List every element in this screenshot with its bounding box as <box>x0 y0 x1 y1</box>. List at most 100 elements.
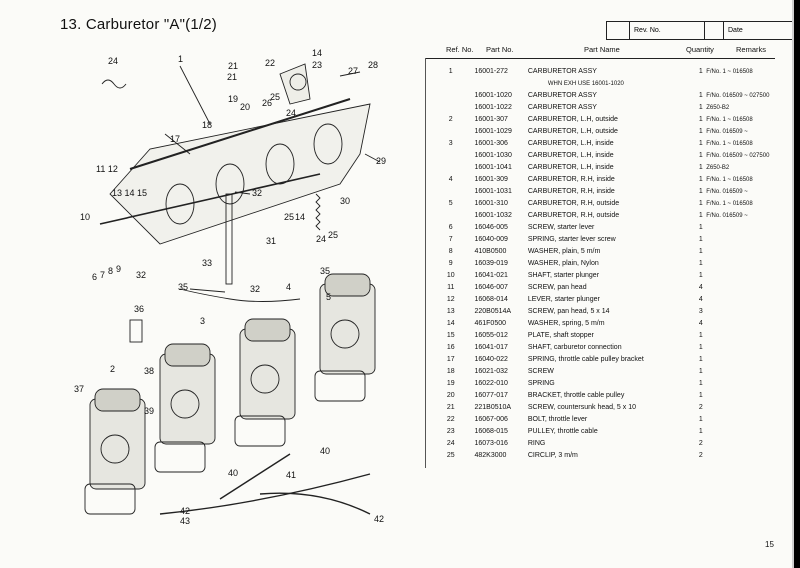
callout-35-right: 35 <box>320 266 330 276</box>
remarks-cell <box>706 342 777 354</box>
ref-cell: 7 <box>448 236 453 243</box>
ref-cell: 22 <box>446 416 455 423</box>
ref-cell <box>427 78 474 90</box>
part-name-cell: CARBURETOR, L.H, inside <box>527 164 614 171</box>
ref-cell: 4 <box>448 176 453 183</box>
part-name-cell: CARBURETOR, R.H, inside <box>527 176 615 183</box>
quantity-cell: 1 <box>698 152 703 159</box>
callout-40a: 40 <box>320 446 330 456</box>
callout-11-12: 11 12 <box>96 164 118 174</box>
callout-19: 20 <box>240 102 250 112</box>
part-no-cell: 16055-012 <box>474 332 508 339</box>
col-ref-no: Ref. No. <box>446 45 474 54</box>
quantity-cell: 1 <box>698 92 703 99</box>
remarks-cell <box>706 282 777 294</box>
part-no-cell: 16001-1029 <box>474 128 512 135</box>
ref-cell <box>427 186 474 198</box>
part-no-cell: 16001-1041 <box>474 164 512 171</box>
part-no-cell: 16073-016 <box>474 440 508 447</box>
remarks-cell <box>706 294 777 306</box>
part-name-cell: CARBURETOR, R.H, inside <box>527 188 615 195</box>
callout-31: 32 <box>136 270 146 280</box>
part-no-cell: 220B0514A <box>474 308 512 315</box>
part-name-cell: CARBURETOR, L.H, inside <box>527 152 614 159</box>
callout-3: 3 <box>200 316 205 326</box>
part-no-cell: 16001-1031 <box>474 188 512 195</box>
ref-cell <box>427 90 474 102</box>
ref-cell <box>427 210 474 222</box>
part-no-cell: 461F0500 <box>474 320 506 327</box>
remarks-cell: F/No. 016509 ~ <box>706 213 748 219</box>
part-name-cell: CARBURETOR ASSY <box>527 104 597 111</box>
page-number: 15 <box>765 540 774 549</box>
part-no-cell: 16001-1020 <box>474 92 512 99</box>
part-no-cell: 410B0500 <box>474 248 507 255</box>
callout-41: 41 <box>286 470 296 480</box>
part-name-cell: CIRCLIP, 3 m/m <box>527 452 578 459</box>
remarks-cell: F/No. 1 ~ 016508 <box>706 201 753 207</box>
part-name-cell: PULLEY, throttle cable <box>527 428 598 435</box>
ref-cell: 20 <box>446 392 455 399</box>
part-name-cell: SPRING, throttle cable pulley bracket <box>527 356 644 363</box>
col-part-no: Part No. <box>486 45 514 54</box>
quantity-cell: 1 <box>698 344 703 351</box>
revision-box: Rev. No. Date <box>606 21 792 40</box>
part-no-cell: 16021-032 <box>474 368 508 375</box>
quantity-cell: 1 <box>698 164 703 171</box>
part-name-cell: CARBURETOR ASSY <box>527 92 597 99</box>
part-name-cell: CARBURETOR, L.H, outside <box>527 128 618 135</box>
remarks-cell <box>706 222 777 234</box>
quantity-cell: 1 <box>698 332 703 339</box>
ref-cell <box>427 150 474 162</box>
ref-cell: 21 <box>446 404 455 411</box>
ref-cell: 12 <box>446 296 455 303</box>
quantity-cell: 1 <box>698 272 703 279</box>
ref-cell <box>427 102 474 114</box>
callout-43: 43 <box>180 516 190 526</box>
callout-18: 19 <box>228 94 238 104</box>
callout-25-lower: 25 <box>328 230 338 240</box>
header-rule <box>425 58 775 59</box>
part-name-cell: SHAFT, carburetor connection <box>527 344 622 351</box>
quantity-cell: 3 <box>698 308 703 315</box>
callout-42a: 42 <box>180 506 190 516</box>
quantity-cell: 1 <box>698 224 703 231</box>
quantity-cell: 1 <box>698 128 703 135</box>
callout-39: 39 <box>144 406 154 416</box>
callout-32a: 32 <box>252 188 262 198</box>
carburetor-exploded-diagram: 24 1 21 22 14 23 21 27 28 19 20 26 25 24… <box>74 48 386 526</box>
callout-40b: 40 <box>228 468 238 478</box>
callout-38: 38 <box>144 366 154 376</box>
part-name-cell: BRACKET, throttle cable pulley <box>527 392 625 399</box>
callout-22: 14 <box>312 48 322 58</box>
part-no-cell: 16041-017 <box>474 344 508 351</box>
ref-cell: 2 <box>448 116 453 123</box>
remarks-cell <box>706 78 777 90</box>
part-name-cell: RING <box>527 440 546 447</box>
ref-cell: 6 <box>448 224 453 231</box>
remarks-cell <box>706 390 777 402</box>
callout-9: 9 <box>116 264 121 274</box>
ref-cell: 5 <box>448 200 453 207</box>
ref-cell: 9 <box>448 260 453 267</box>
callout-14-lower: 14 <box>295 212 305 222</box>
part-name-cell: CARBURETOR, L.H, inside <box>527 140 614 147</box>
quantity-cell: 1 <box>698 416 703 423</box>
ref-cell: 15 <box>446 332 455 339</box>
callout-37: 37 <box>74 384 84 394</box>
quantity-cell <box>695 78 706 90</box>
part-name-cell: WASHER, plain, Nylon <box>527 260 599 267</box>
quantity-cell: 1 <box>698 188 703 195</box>
